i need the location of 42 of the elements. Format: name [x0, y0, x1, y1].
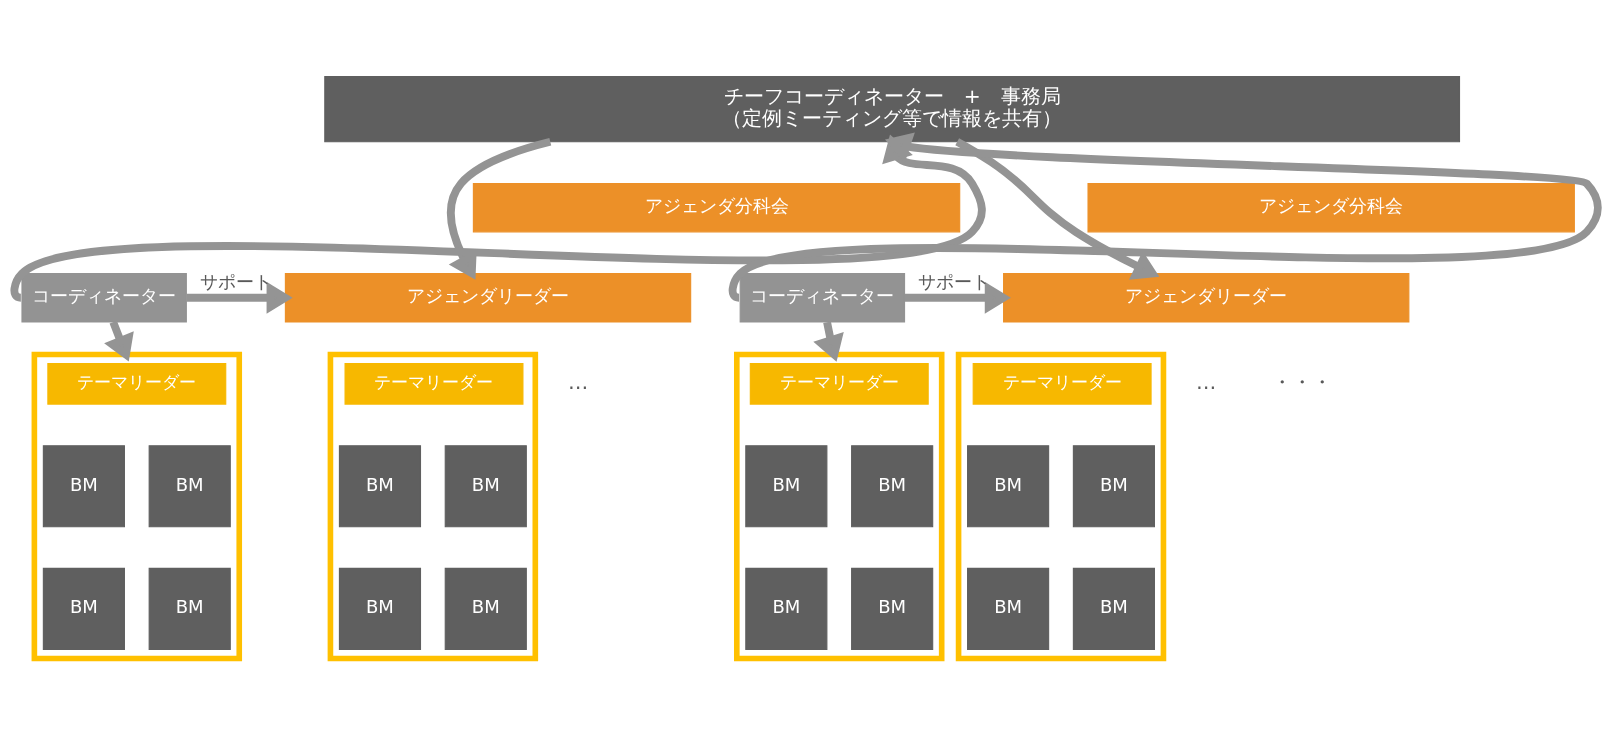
node-box: BM: [42, 567, 125, 650]
node-box: BM: [42, 444, 125, 527]
node-box: アジェンダリーダー: [284, 272, 691, 322]
node-box: チーフコーディネーター + 事務局 （定例ミーティング等で情報を共有）: [323, 75, 1460, 142]
edge-label: サポート: [199, 270, 272, 292]
node-box: BM: [966, 567, 1049, 650]
arrow: [446, 137, 551, 280]
node-box: アジェンダ分科会: [472, 182, 960, 232]
cluster: [733, 351, 944, 661]
node-box: テーマリーダー: [46, 362, 226, 405]
node-box: BM: [148, 444, 231, 527]
cluster: [327, 351, 538, 661]
node-box: テーマリーダー: [749, 362, 929, 405]
node-box: テーマリーダー: [972, 362, 1152, 405]
label: ・・・: [1271, 369, 1332, 394]
cluster: [31, 351, 242, 661]
node-box: BM: [744, 567, 827, 650]
edge-label: サポート: [917, 270, 990, 292]
cluster: [955, 351, 1166, 661]
node-box: BM: [744, 444, 827, 527]
node-box: テーマリーダー: [344, 362, 523, 405]
node-box: BM: [148, 567, 231, 650]
node-box: BM: [966, 444, 1049, 527]
node-box: BM: [338, 444, 421, 527]
node-box: BM: [1072, 567, 1155, 650]
node-box: BM: [444, 444, 527, 527]
node-box: BM: [444, 567, 527, 650]
node-box: アジェンダ分科会: [1086, 182, 1575, 232]
node-box: BM: [850, 444, 933, 527]
node-box: BM: [850, 567, 933, 650]
arrow: [186, 281, 293, 314]
node-box: コーディネーター: [739, 272, 905, 322]
label: …: [1195, 369, 1216, 394]
node-box: BM: [1072, 444, 1155, 527]
node-box: BM: [338, 567, 421, 650]
arrow: [103, 320, 134, 362]
arrow: [812, 320, 844, 362]
label: …: [567, 369, 588, 394]
node-box: コーディネーター: [20, 272, 187, 322]
node-box: アジェンダリーダー: [1002, 272, 1409, 322]
arrow: [954, 137, 1159, 280]
arrow: [904, 281, 1011, 314]
